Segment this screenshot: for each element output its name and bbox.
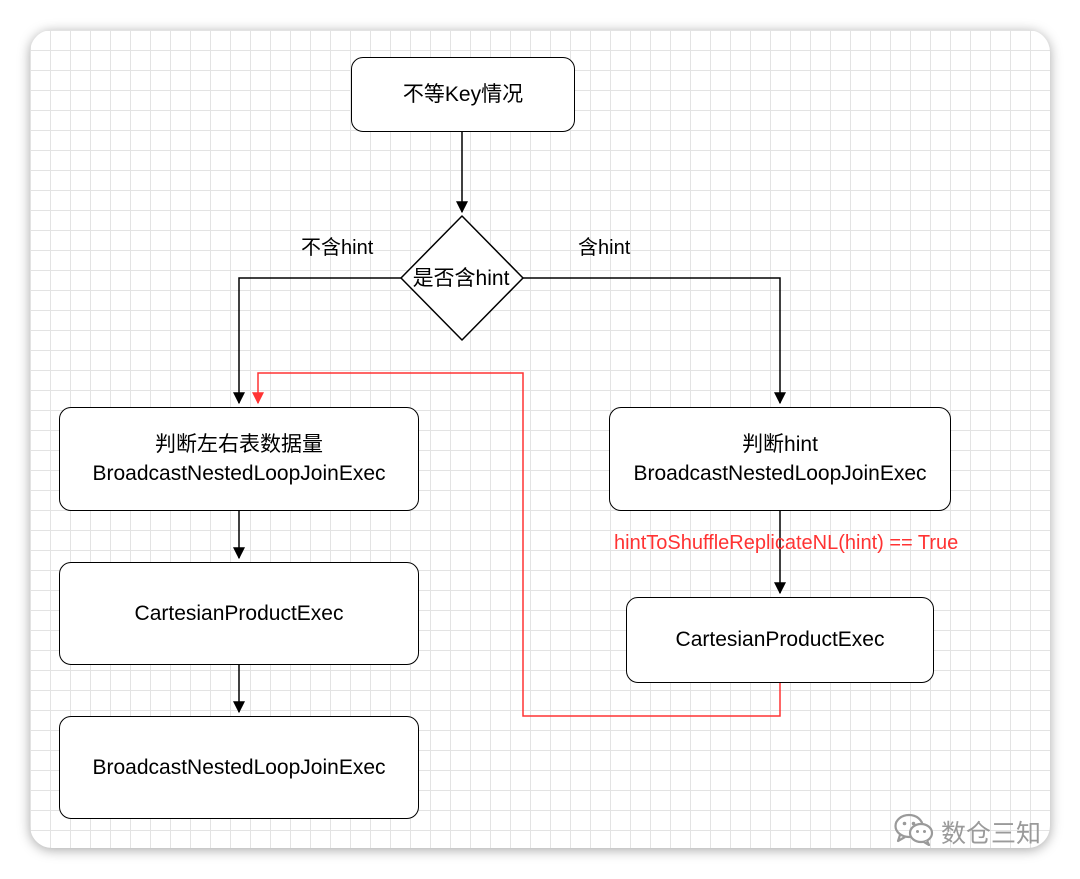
edge-red-feedback [252, 372, 781, 717]
node-right-judge-line2: BroadcastNestedLoopJoinExec [633, 462, 927, 485]
node-right-cartesian: CartesianProductExec [626, 597, 934, 683]
node-left-broadcast: BroadcastNestedLoopJoinExec [59, 716, 419, 819]
node-start: 不等Key情况 [351, 57, 575, 132]
node-left-judge-line1: 判断左右表数据量 [155, 432, 323, 456]
watermark: 数仓三知 [893, 812, 1041, 852]
wechat-icon [893, 812, 935, 852]
node-decision-label: 是否含hint [412, 267, 510, 290]
edge-has-hint [523, 277, 786, 405]
node-left-cartesian-label: CartesianProductExec [134, 601, 344, 625]
node-right-cartesian-label: CartesianProductExec [675, 628, 885, 652]
watermark-text: 数仓三知 [941, 819, 1042, 848]
node-right-judge: 判断hint BroadcastNestedLoopJoinExec [609, 407, 951, 511]
node-start-label: 不等Key情况 [402, 82, 524, 106]
edge-label-condition: hintToShuffleReplicateNL(hint) == True [614, 532, 959, 554]
node-left-judge-line2: BroadcastNestedLoopJoinExec [92, 462, 386, 485]
node-right-judge-line1: 判断hint [742, 432, 818, 456]
node-left-judge: 判断左右表数据量 BroadcastNestedLoopJoinExec [59, 407, 419, 511]
decision-diamond [400, 215, 524, 341]
edge-no-hint [233, 277, 401, 405]
node-left-broadcast-label: BroadcastNestedLoopJoinExec [92, 755, 386, 779]
edge-label-has-hint: 含hint [578, 237, 631, 259]
node-left-cartesian: CartesianProductExec [59, 562, 419, 665]
edge-label-no-hint: 不含hint [301, 237, 374, 259]
